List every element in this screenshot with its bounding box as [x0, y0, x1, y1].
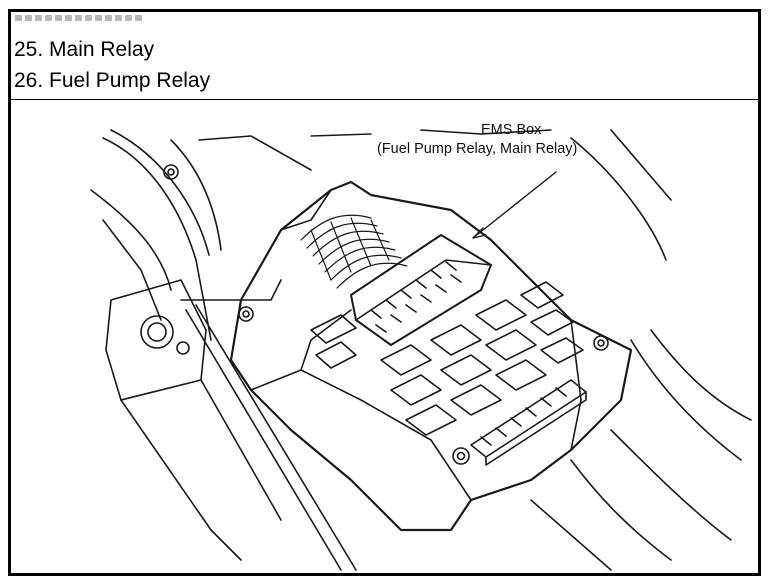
engine-bay-illustration: EMS Box (Fuel Pump Relay, Main Relay)	[11, 100, 758, 573]
caption-main-relay: 25. Main Relay	[14, 38, 155, 61]
ems-box-line-drawing	[90, 129, 752, 571]
wiring-harness	[300, 214, 408, 289]
left-bracket	[105, 279, 357, 571]
figure-frame: 25. Main Relay 26. Fuel Pump Relay	[8, 9, 761, 576]
callout-ems-box: EMS Box	[481, 122, 542, 138]
callout-relay-list: (Fuel Pump Relay, Main Relay)	[377, 141, 578, 157]
caption-fuel-pump-relay: 26. Fuel Pump Relay	[14, 69, 211, 92]
ems-box-housing	[229, 180, 633, 532]
callout-leader	[472, 171, 557, 239]
top-left-bolt	[163, 164, 179, 180]
caption-header: 25. Main Relay 26. Fuel Pump Relay	[11, 12, 758, 100]
relay-block	[350, 234, 492, 346]
bodywork-lines	[90, 129, 752, 571]
fuse-relay-grid	[310, 281, 587, 466]
scan-artifact	[15, 15, 143, 21]
